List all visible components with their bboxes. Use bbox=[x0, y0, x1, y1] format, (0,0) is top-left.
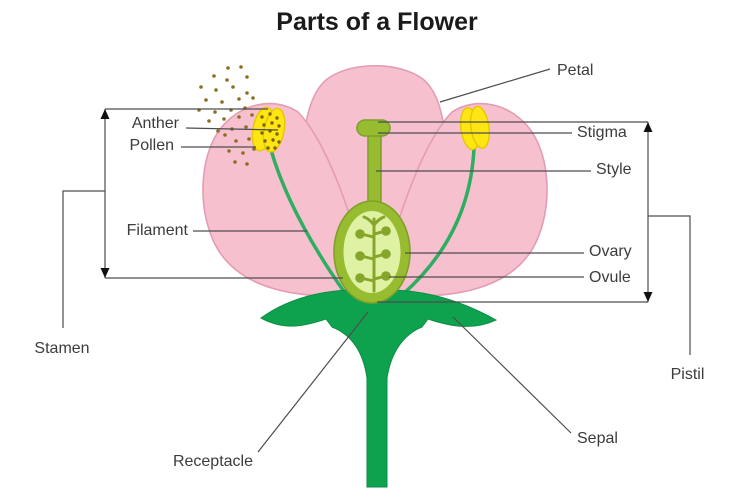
petal-right bbox=[378, 102, 548, 297]
label-pistil: Pistil bbox=[670, 366, 705, 383]
stigma-cap bbox=[356, 119, 391, 137]
label-sepal: Sepal bbox=[577, 430, 618, 447]
placenta-and-ovules bbox=[355, 215, 391, 293]
label-filament: Filament bbox=[126, 222, 188, 239]
anther-pointer bbox=[185, 127, 279, 131]
stamen-arrow-up bbox=[100, 109, 110, 119]
diagram-title: Parts of a Flower bbox=[276, 8, 478, 36]
stamen-arrow-down bbox=[100, 268, 110, 278]
anther-pollen-dots bbox=[260, 112, 281, 150]
label-petal: Petal bbox=[557, 62, 594, 79]
filament-right bbox=[400, 146, 476, 297]
label-stigma: Stigma bbox=[577, 124, 627, 141]
anther-right bbox=[459, 105, 491, 151]
label-receptacle: Receptacle bbox=[172, 453, 253, 470]
petal-pointer bbox=[439, 68, 551, 103]
sepal-and-stem bbox=[260, 289, 498, 488]
receptacle-pointer bbox=[257, 311, 369, 453]
pistil-arrow-down bbox=[643, 292, 653, 302]
label-ovule: Ovule bbox=[589, 269, 631, 286]
pistil-connector bbox=[648, 215, 691, 355]
label-anther: Anther bbox=[131, 115, 179, 132]
filament-left bbox=[269, 148, 347, 295]
sepal-pointer bbox=[452, 316, 572, 434]
label-pollen: Pollen bbox=[129, 137, 174, 154]
stamen-connector bbox=[62, 190, 105, 328]
pistil-arrow-up bbox=[643, 122, 653, 132]
label-style: Style bbox=[596, 161, 632, 178]
pointer-lines bbox=[62, 68, 691, 453]
label-ovary: Ovary bbox=[589, 243, 632, 260]
label-stamen: Stamen bbox=[34, 340, 90, 357]
